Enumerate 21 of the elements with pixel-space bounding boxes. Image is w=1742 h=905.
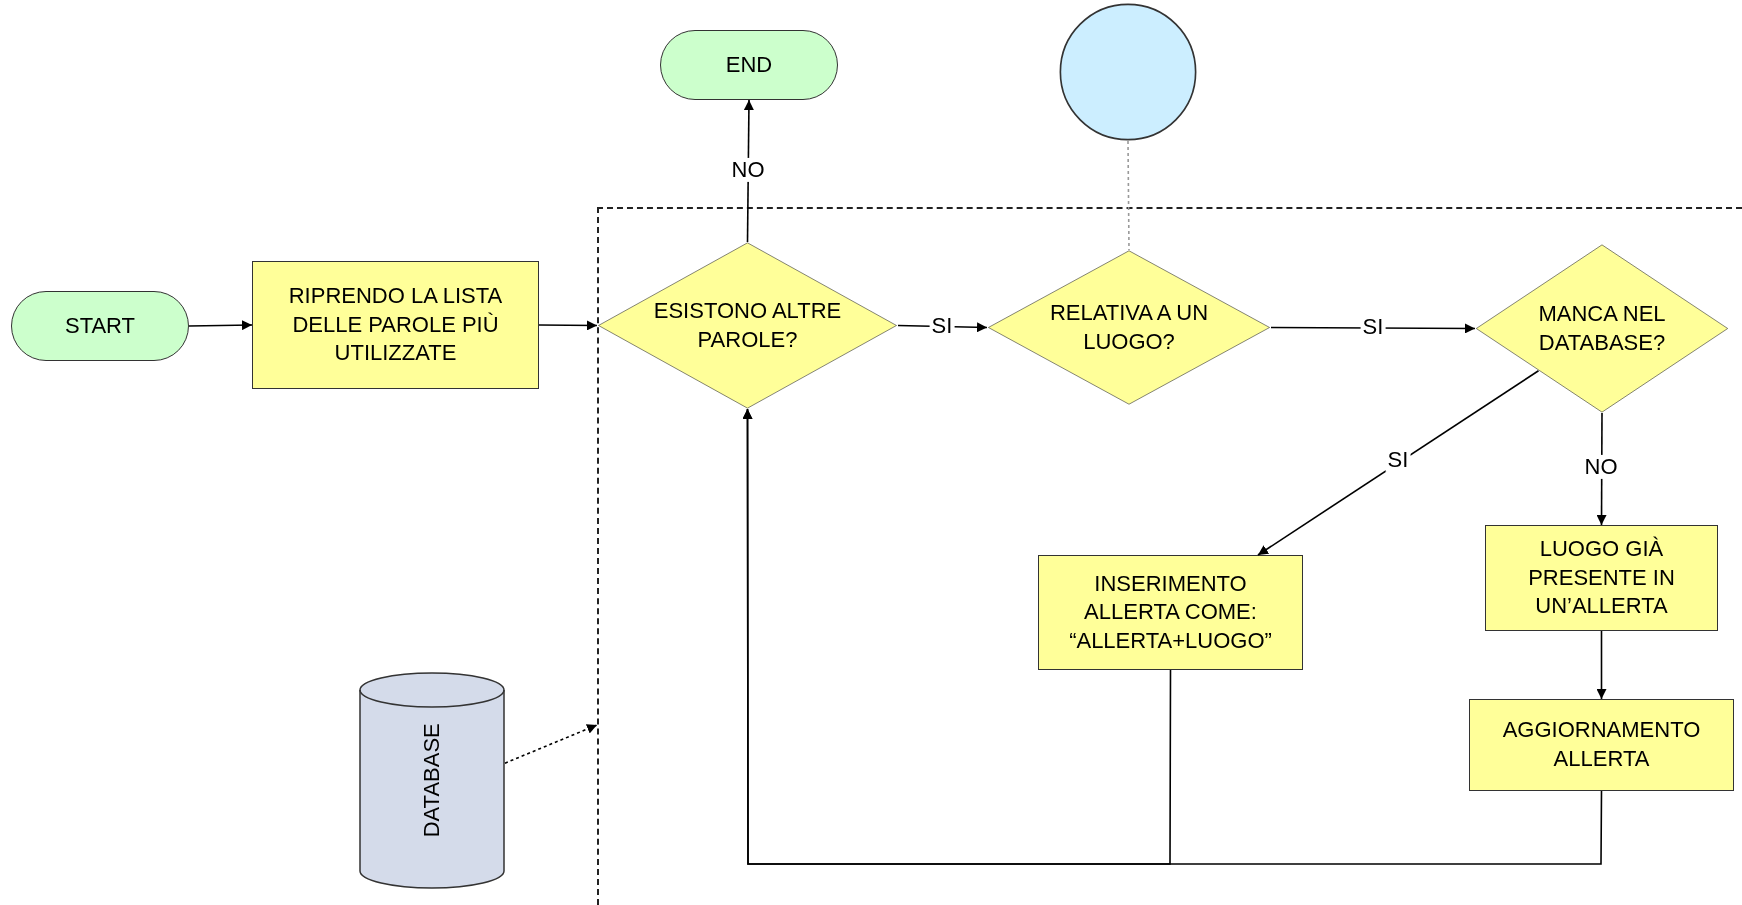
- process-box: [1485, 525, 1718, 631]
- arrow: [188, 320, 253, 331]
- arrow: [742, 408, 1603, 865]
- connector-line: [1127, 140, 1130, 251]
- arrow: [1596, 630, 1607, 700]
- process-box: [1038, 555, 1303, 670]
- node-label: RIPRENDO LA LISTA DELLE PAROLE PIÙ UTILIZZATE: [287, 282, 504, 368]
- arrow: [1257, 369, 1540, 556]
- arrow: [538, 320, 598, 331]
- node-label: LUOGO GIÀ PRESENTE IN UN’ALLERTA: [1527, 535, 1676, 621]
- node-label: END: [725, 50, 773, 79]
- node-label: START: [64, 311, 136, 340]
- node-label: MANCA NEL DATABASE?: [1537, 299, 1667, 357]
- node-label: DATABASE: [417, 723, 445, 838]
- process-box: [252, 261, 539, 389]
- node-label: AGGIORNAMENTO ALLERTA: [1501, 716, 1702, 773]
- arrow: [504, 724, 598, 764]
- node-label: ESISTONO ALTRE PAROLE?: [652, 296, 843, 354]
- node-label: RELATIVA A UN LUOGO?: [1048, 298, 1210, 356]
- process-box: [1469, 699, 1734, 791]
- node-label: INSERIMENTO ALLERTA COME: “ALLERTA+LUOGO”: [1068, 569, 1273, 655]
